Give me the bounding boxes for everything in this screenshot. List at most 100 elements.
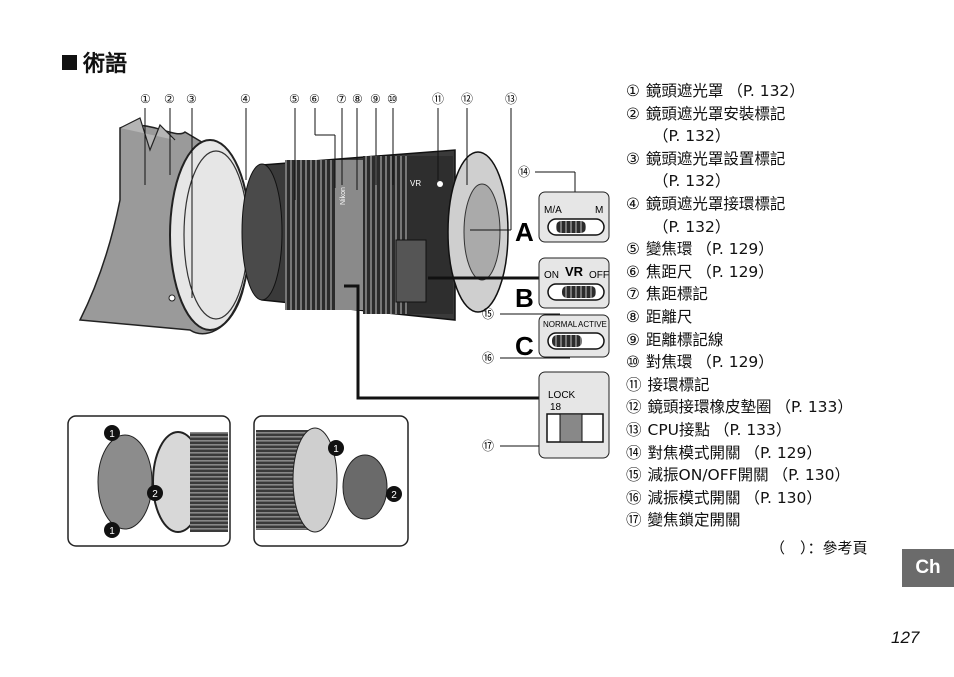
legend-label: 鏡頭遮光罩安裝標記 — [645, 104, 786, 123]
switch-b-vr-label: VR — [565, 264, 584, 279]
legend-number: ⑯ — [626, 488, 642, 507]
leader-lines — [144, 108, 512, 298]
legend-number: ⑰ — [626, 511, 642, 530]
legend-label: 接環標記 — [647, 375, 710, 394]
legend-number: ⑪ — [626, 375, 642, 394]
legend-number: ④ — [626, 194, 640, 213]
legend-item: ⑤ 變焦環（P. 129） — [626, 238, 886, 261]
legend-page-ref: （P. 132） — [653, 172, 731, 191]
legend-page-ref: （P. 132） — [727, 82, 805, 100]
callout-12: ⑫ — [461, 92, 473, 106]
lock-label: LOCK — [548, 390, 576, 401]
step-1-badge-lower: 1 — [109, 526, 115, 537]
switch-c-letter: C — [515, 331, 534, 361]
legend-item: ⑯ 減振模式開關（P. 130） — [626, 487, 886, 510]
legend-label: CPU接點 — [647, 420, 711, 439]
legend-item: ② 鏡頭遮光罩安裝標記 （P. 132） — [626, 103, 886, 148]
switch-a-left-label: M/A — [544, 205, 562, 216]
legend-number: ⑦ — [626, 285, 640, 304]
legend-label: 距離標記線 — [645, 330, 724, 349]
callout-5: ⑤ — [289, 92, 300, 106]
step-1-badge-rear: 1 — [333, 444, 339, 455]
legend-number: ⑫ — [626, 398, 642, 417]
switch-c-left-label: NORMAL — [543, 320, 578, 329]
legend-page-ref: （P. 129） — [696, 353, 774, 372]
lens-hood — [78, 117, 251, 335]
legend-page-ref: （P. 133） — [714, 420, 792, 439]
legend-label: 變焦環 — [645, 240, 693, 259]
legend-number: ⑬ — [626, 420, 642, 439]
front-cap-photo: 1 2 1 — [67, 415, 231, 547]
switch-c-vr-mode: NORMAL ACTIVE C ⑯ — [482, 314, 610, 365]
legend-label: 鏡頭遮光罩設置標記 — [645, 149, 786, 168]
legend-page-ref: （P. 132） — [653, 217, 731, 236]
title-text: 術語 — [83, 52, 128, 77]
callout-4: ④ — [240, 92, 251, 106]
callout-2: ② — [164, 92, 175, 106]
callout-15: ⑮ — [482, 307, 494, 321]
switch-b-left-label: ON — [544, 270, 559, 281]
section-title: 術語 — [62, 46, 127, 78]
legend-number: ⑮ — [626, 466, 642, 485]
reference-page-note: （ ）：參考頁 — [770, 539, 868, 557]
square-bullet-icon — [62, 55, 77, 70]
legend-number: ③ — [626, 149, 640, 168]
switch-b-letter: B — [515, 283, 534, 313]
legend-number: ⑩ — [626, 353, 640, 372]
callout-8: ⑧ — [352, 92, 363, 106]
legend-number: ② — [626, 104, 640, 123]
language-tab: Ch — [902, 549, 954, 587]
step-1-badge: 1 — [109, 429, 115, 440]
legend-label: 鏡頭接環橡皮墊圈 — [647, 398, 772, 417]
legend-page-ref: （P. 129） — [696, 262, 774, 281]
step-2-badge: 2 — [152, 489, 158, 500]
legend-number: ⑤ — [626, 240, 640, 259]
switch-b-right-label: OFF — [589, 270, 609, 281]
lock-value: 18 — [550, 402, 562, 413]
legend-item: ③ 鏡頭遮光罩設置標記 （P. 132） — [626, 148, 886, 193]
callout-16: ⑯ — [482, 351, 494, 365]
switch-c-right-label: ACTIVE — [578, 320, 607, 329]
legend-number: ⑨ — [626, 330, 640, 349]
top-callouts: ① ② ③ ④ ⑤ ⑥ ⑦ ⑧ ⑨ ⑩ ⑪ ⑫ ⑬ — [140, 92, 517, 106]
switch-a-letter: A — [515, 217, 534, 247]
legend-item: ⑪ 接環標記 — [626, 374, 886, 397]
switch-b-vr-onoff: ON VR OFF B ⑮ — [428, 257, 610, 321]
legend-label: 減振模式開關 — [647, 488, 741, 507]
callout-11: ⑪ — [432, 92, 444, 106]
page-number: 127 — [891, 628, 920, 647]
legend-label: 距離尺 — [645, 307, 693, 326]
legend-label: 鏡頭遮光罩接環標記 — [645, 194, 786, 213]
legend-label: 鏡頭遮光罩 — [645, 82, 724, 100]
legend-label: 對焦模式開關 — [647, 443, 741, 462]
legend-item: ⑬ CPU接點（P. 133） — [626, 419, 886, 442]
legend-page-ref: （P. 130） — [744, 488, 822, 507]
legend-page-ref: （P. 129） — [744, 443, 822, 462]
legend-number: ⑥ — [626, 262, 640, 281]
legend-page-ref: （P. 133） — [775, 398, 853, 417]
legend-item: ⑮ 減振ON/OFF開關（P. 130） — [626, 464, 886, 487]
callout-7: ⑦ — [336, 92, 347, 106]
legend-page-ref: （P. 129） — [696, 240, 774, 259]
switch-a-focus-mode: ⑭ M/A M A — [515, 165, 610, 247]
legend-page-ref: （P. 130） — [772, 466, 850, 485]
lens-vr-text: VR — [410, 179, 421, 188]
legend-page-ref: （P. 132） — [653, 127, 731, 146]
legend-label: 減振ON/OFF開關 — [647, 466, 769, 485]
legend-item: ⑫ 鏡頭接環橡皮墊圈（P. 133） — [626, 396, 886, 419]
callout-13: ⑬ — [505, 92, 517, 106]
callout-14: ⑭ — [518, 165, 530, 179]
lens-body: Nikon VR — [241, 149, 509, 321]
legend-item: ⑨ 距離標記線 — [626, 329, 886, 352]
callout-1: ① — [140, 92, 151, 106]
legend-number: ⑧ — [626, 307, 640, 326]
legend-item: ④ 鏡頭遮光罩接環標記 （P. 132） — [626, 193, 886, 238]
callout-6: ⑥ — [309, 92, 320, 106]
